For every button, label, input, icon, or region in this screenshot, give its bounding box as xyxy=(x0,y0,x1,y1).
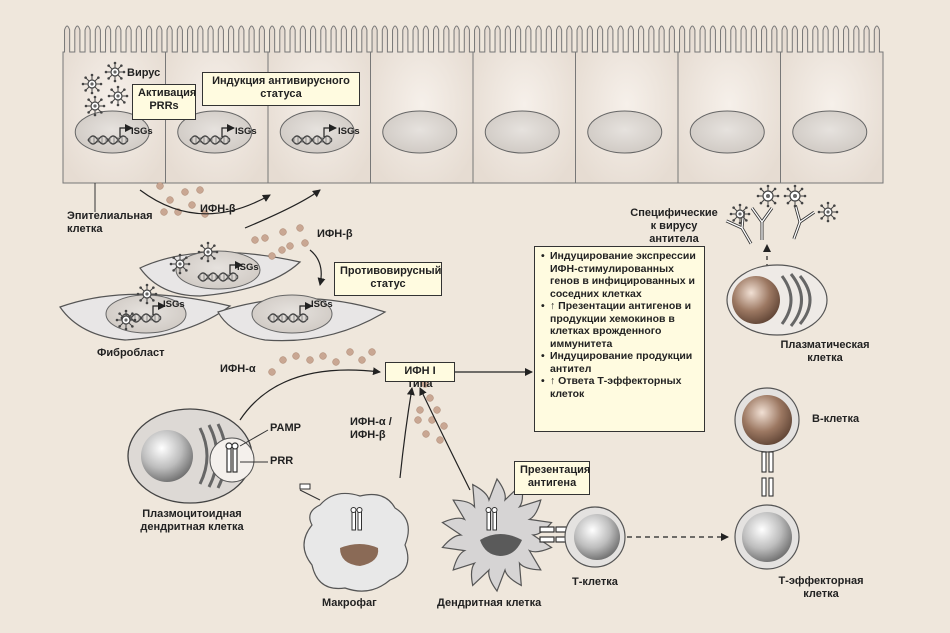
ifn-alpha-label: ИФН-α xyxy=(220,363,256,375)
antibody-icon xyxy=(792,205,816,240)
dendritic-cell-label: Дендритная клетка xyxy=(437,597,542,609)
antiviral-induction-box: Индукция антивирусного статуса xyxy=(202,72,360,106)
prr-activation-box: Активация PRRs xyxy=(132,84,196,120)
plasmacytoid-dendritic-cell xyxy=(127,408,269,504)
pdc-label: Плазмоцитоидная дендритная клетка xyxy=(140,508,244,533)
interferon-dots xyxy=(156,182,448,444)
receptor-icon xyxy=(225,442,239,473)
dna-icon xyxy=(87,124,133,145)
ifn-beta-label: ИФН-β xyxy=(317,228,353,240)
epithelial-cell xyxy=(677,25,781,184)
virus-icon xyxy=(817,201,839,223)
b-cell xyxy=(734,387,800,497)
t-cell xyxy=(564,506,626,568)
effect-item: Индуцирование экспрессии ИФН-стимулирова… xyxy=(541,250,698,300)
virus-icon xyxy=(197,241,219,263)
ifn-effects-list: Индуцирование экспрессии ИФН-стимулирова… xyxy=(541,250,698,400)
antibody-icon xyxy=(750,207,774,240)
dna-icon xyxy=(189,124,235,145)
virus-icon xyxy=(169,253,191,275)
plasma-cell xyxy=(726,264,828,336)
effect-item: ↑ Презентации антигенов и продукции хемо… xyxy=(541,300,698,350)
ifn-type1-box: ИФН I типа xyxy=(385,362,455,390)
t-effector-cell xyxy=(734,504,800,570)
isg-label: ISGs xyxy=(235,126,257,137)
effect-item: ↑ Ответа Т-эффекторных клеток xyxy=(541,375,698,400)
epithelial-cell xyxy=(472,25,576,184)
fibroblast-label: Фибробласт xyxy=(97,347,165,359)
isg-label: ISGs xyxy=(338,126,360,137)
virus-icon xyxy=(84,95,106,117)
macrophage-cell xyxy=(299,483,409,592)
virus-label: Вирус xyxy=(127,67,161,79)
pamp-label: PAMP xyxy=(270,422,301,434)
virus-icon xyxy=(104,61,126,83)
epithelial-cell xyxy=(780,25,884,184)
ifn-beta-label: ИФН-β xyxy=(200,203,236,215)
t-effector-label: Т-эффекторная клетка xyxy=(778,575,864,600)
epithelial-cell xyxy=(575,25,679,184)
virus-icon xyxy=(136,283,158,305)
virus-icon xyxy=(783,184,807,208)
dna-icon xyxy=(291,124,337,145)
isg-label: ISGs xyxy=(311,299,333,310)
plasma-cell-label: Плазматическая клетка xyxy=(780,339,870,364)
epithelial-cell xyxy=(370,25,474,184)
ifn-effects-box: Индуцирование экспрессии ИФН-стимулирова… xyxy=(534,246,705,432)
ifn-alpha-beta-label: ИФН-α / ИФН-β xyxy=(350,416,392,441)
antibody-icon xyxy=(725,184,839,245)
epithelial-cell-label: Эпителиальная клетка xyxy=(67,210,153,235)
dna-icon xyxy=(267,302,313,323)
b-cell-label: В-клетка xyxy=(812,413,860,425)
antigen-presentation-box: Презентация антигена xyxy=(514,461,590,495)
virus-icon xyxy=(756,184,780,208)
t-cell-label: Т-клетка xyxy=(572,576,618,588)
virus-icon xyxy=(729,203,751,225)
virus-icon xyxy=(107,85,129,107)
isg-label: ISGs xyxy=(131,126,153,137)
antiviral-status-box: Противовирусный статус xyxy=(334,262,442,296)
virus-icon xyxy=(115,309,137,331)
virus-icon xyxy=(81,61,219,331)
epithelial-layer xyxy=(62,25,884,184)
dna-icon xyxy=(197,261,243,282)
isg-label: ISGs xyxy=(163,299,185,310)
specific-antibodies-label: Специфические к вирусу антитела xyxy=(630,207,718,245)
effect-item: Индуцирование продукции антител xyxy=(541,350,698,375)
virus-icon xyxy=(81,73,103,95)
macrophage-label: Макрофаг xyxy=(322,597,377,609)
prr-label: PRR xyxy=(270,455,294,467)
isg-label: ISGs xyxy=(237,262,259,273)
dendritic-cell xyxy=(441,477,571,593)
